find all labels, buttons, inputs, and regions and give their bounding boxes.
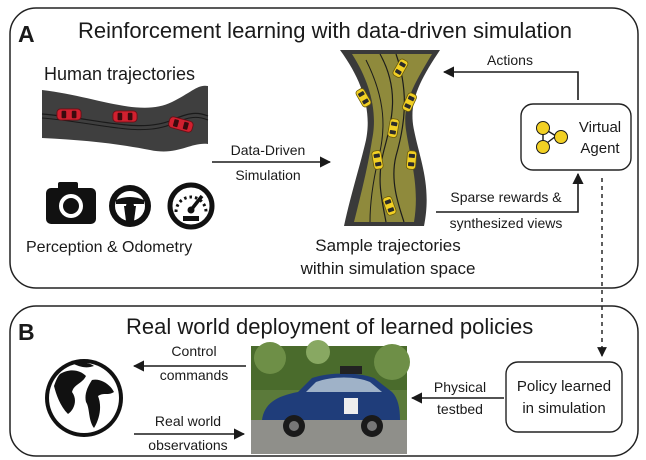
yellow-car-6 (405, 150, 418, 171)
agent-network-icon (536, 121, 568, 154)
simulation-label: Simulation (235, 167, 300, 183)
rewards-arrow (436, 172, 584, 213)
control-label-line1: Control (171, 343, 216, 359)
panel-b-title: Real world deployment of learned policie… (126, 314, 533, 339)
panel-b-letter: B (18, 319, 35, 345)
agent-label-line2: Agent (580, 140, 620, 157)
sample-trajectories-label: Sample trajectories (315, 236, 461, 255)
panel-a: A Reinforcement learning with data-drive… (9, 7, 639, 289)
simulation-space-label: within simulation space (300, 259, 476, 278)
globe-icon (45, 359, 123, 437)
perception-label: Perception & Odometry (26, 239, 192, 256)
rewards-label-line2: synthesized views (450, 215, 563, 231)
testbed-label-line1: Physical (434, 379, 486, 395)
observations-label-line2: observations (148, 437, 227, 453)
panel-a-letter: A (18, 21, 35, 47)
speedometer-icon (167, 182, 215, 230)
testbed-label-line2: testbed (437, 401, 483, 417)
camera-icon (46, 182, 96, 224)
policy-label-line2: in simulation (522, 400, 605, 417)
test-vehicle-photo (251, 340, 410, 454)
policy-box: Policy learned in simulation (505, 361, 623, 433)
steering-wheel-icon (109, 185, 151, 227)
control-label-line2: commands (160, 367, 228, 383)
human-road-image (41, 85, 209, 152)
red-car-2 (112, 110, 138, 123)
panel-b-border (9, 305, 639, 457)
virtual-agent-box: Virtual Agent (520, 103, 632, 171)
rewards-label-line1: Sparse rewards & (450, 189, 562, 205)
simulation-road-image (340, 50, 440, 226)
data-driven-label: Data-Driven (231, 142, 306, 158)
panel-a-border (9, 7, 639, 289)
panel-b: B Real world deployment of learned polic… (9, 305, 639, 457)
panel-a-title: Reinforcement learning with data-driven … (78, 18, 572, 43)
observations-label-line1: Real world (155, 413, 221, 429)
agent-label-line1: Virtual (579, 119, 621, 136)
policy-label-line1: Policy learned (517, 378, 611, 395)
actions-label: Actions (487, 52, 533, 68)
red-car-1 (56, 108, 82, 121)
actions-arrow (442, 66, 579, 100)
human-trajectories-label: Human trajectories (44, 64, 195, 84)
